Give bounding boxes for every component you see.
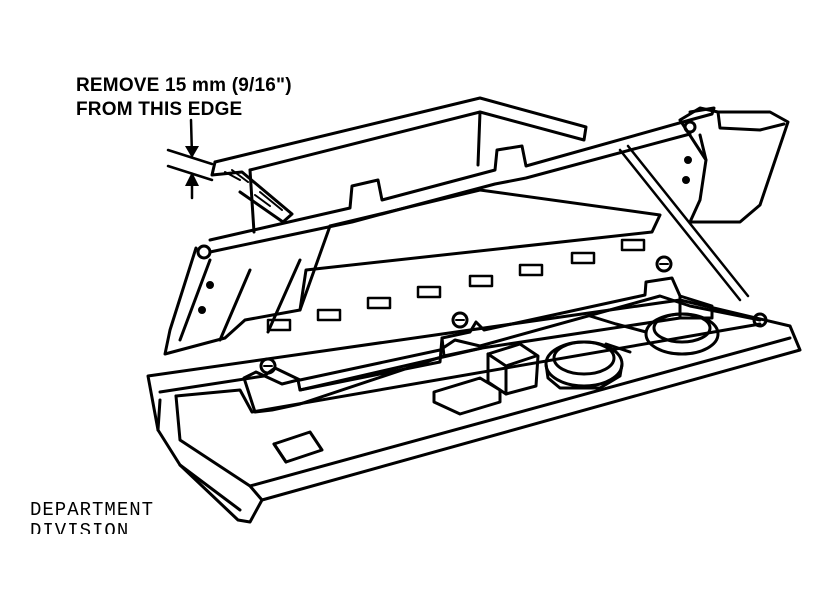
stamp-line-2: DIVISION — [30, 520, 130, 535]
bin-floor — [298, 188, 662, 312]
bin-right-end — [678, 106, 790, 224]
screw — [451, 311, 469, 329]
arrow-down-icon — [185, 146, 199, 158]
glove-box-door — [146, 255, 802, 524]
dimension-marker — [166, 118, 214, 200]
bin-inner-wall — [248, 110, 482, 234]
door-inner-floor — [174, 322, 762, 414]
dimension-line-top — [166, 148, 214, 166]
bin-slots — [266, 238, 646, 332]
glove-box-bin — [163, 96, 790, 356]
callout-line-2: FROM THIS EDGE — [76, 99, 243, 120]
department-stamp: DEPARTMENT DIVISION — [30, 500, 190, 534]
stamp-line-1: DEPARTMENT — [30, 500, 155, 521]
hinge-pivot-right — [683, 120, 697, 134]
door-inner-rim — [158, 294, 762, 394]
bin-right-end-inner — [698, 110, 786, 162]
arrow-up-icon — [185, 172, 199, 186]
check-strap — [618, 144, 750, 302]
screw — [259, 357, 277, 375]
door-screws — [259, 255, 768, 375]
callout-line-1: REMOVE 15 mm (9/16") — [76, 75, 292, 96]
screw — [752, 312, 768, 328]
cup-holders — [544, 312, 720, 390]
door-lip — [174, 336, 792, 502]
door-bottom-edge — [156, 398, 242, 512]
bin-trim-edge — [210, 160, 294, 224]
retaining-bar — [242, 276, 714, 414]
bin-left-side-inner — [178, 258, 302, 342]
door-outer-shell — [146, 298, 802, 524]
bin-back-rim — [208, 106, 716, 242]
dimension-line-bottom — [166, 164, 214, 182]
screw — [655, 255, 673, 273]
dimension-callout: REMOVE 15 mm (9/16") FROM THIS EDGE — [76, 74, 292, 122]
hinge-pivot-left — [196, 244, 212, 260]
bin-trim-hatch — [224, 169, 283, 211]
bin-back-wall — [213, 96, 588, 172]
latch-blocks — [272, 342, 540, 464]
